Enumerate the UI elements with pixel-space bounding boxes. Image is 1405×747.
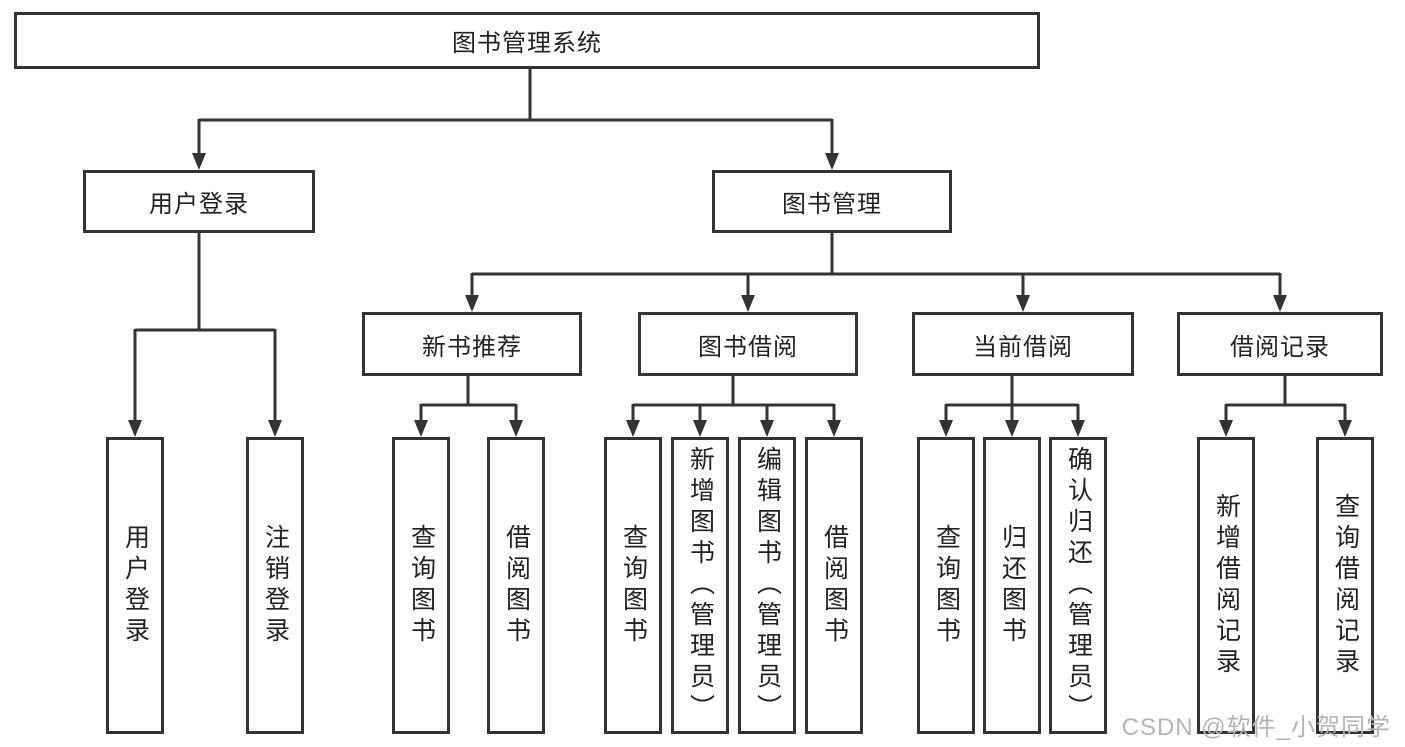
node-current-borrowing: 当前借阅 [912,312,1134,376]
leaf-label: 查询图书 [619,523,648,648]
leaf-label: 查询图书 [407,523,436,648]
node-borrowing-records: 借阅记录 [1177,312,1383,376]
node-label: 图书管理系统 [452,30,602,57]
node-label: 新书推荐 [422,333,522,361]
node-user-login: 用户登录 [83,170,315,233]
leaf-add-books-admin: 新增图书（管理员） [671,437,729,734]
leaf-label: 注销登录 [261,523,290,648]
node-label: 图书借阅 [698,333,798,361]
leaf-return-books: 归还图书 [983,437,1041,734]
leaf-add-borrow-record: 新增借阅记录 [1197,437,1255,734]
leaf-label: 归还图书 [998,523,1027,648]
node-library-management-system: 图书管理系统 [14,12,1040,69]
leaf-query-books-recommendation: 查询图书 [392,437,450,734]
leaf-logout: 注销登录 [246,437,304,734]
node-book-borrowing: 图书借阅 [638,312,858,376]
leaf-label: 确认归还（管理员） [1064,446,1093,725]
leaf-label: 借阅图书 [502,523,531,648]
leaf-label: 新增借阅记录 [1212,492,1241,679]
node-label: 用户登录 [149,191,249,218]
leaf-query-borrow-record: 查询借阅记录 [1316,437,1374,734]
leaf-borrow-books-borrowing: 借阅图书 [805,437,863,734]
leaf-label: 编辑图书（管理员） [753,446,782,725]
leaf-borrow-books-recommendation: 借阅图书 [487,437,545,734]
leaf-label: 新增图书（管理员） [686,446,715,725]
leaf-edit-books-admin: 编辑图书（管理员） [738,437,796,734]
leaf-user-login: 用户登录 [106,437,164,734]
leaf-label: 查询借阅记录 [1331,492,1360,679]
node-book-management: 图书管理 [712,170,952,233]
node-label: 借阅记录 [1230,333,1330,361]
node-label: 图书管理 [782,191,882,218]
leaf-label: 查询图书 [932,523,961,648]
leaf-label: 用户登录 [121,523,150,648]
node-new-book-recommendation: 新书推荐 [362,312,582,376]
leaf-query-books-borrowing: 查询图书 [604,437,662,734]
leaf-confirm-return-admin: 确认归还（管理员） [1049,437,1107,734]
leaf-query-books-current: 查询图书 [917,437,975,734]
leaf-label: 借阅图书 [820,523,849,648]
node-label: 当前借阅 [973,333,1073,361]
